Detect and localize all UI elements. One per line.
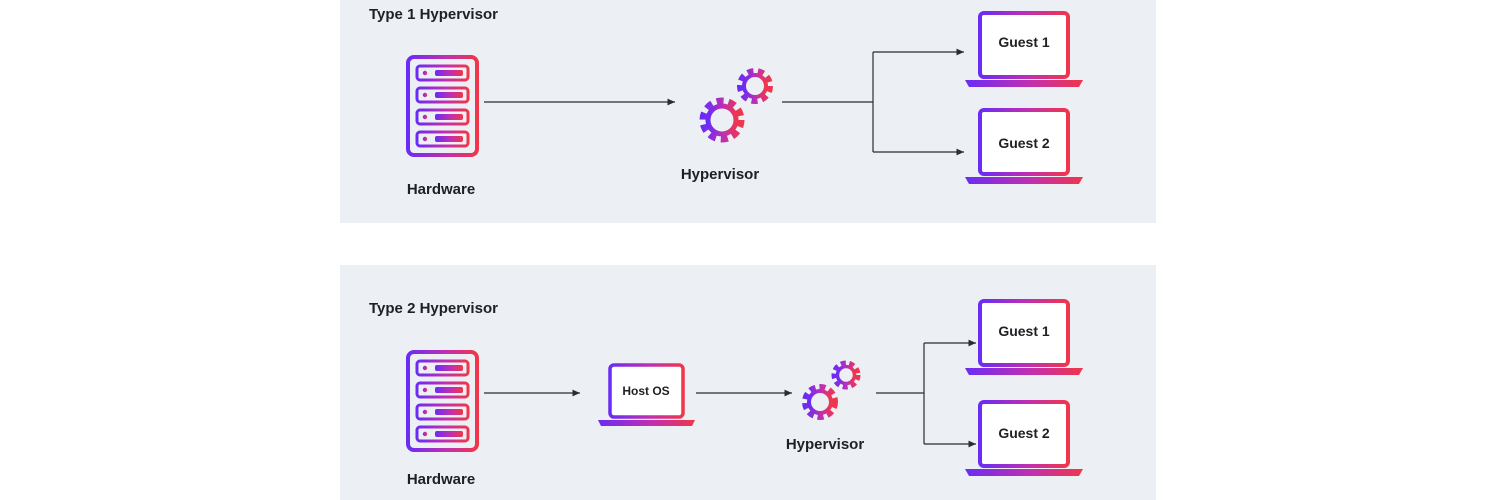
guest2-label: Guest 2 [998,135,1050,151]
guest1-label: Guest 1 [998,323,1050,339]
type2-panel: Type 2 Hypervisor Hardware [340,265,1156,500]
gears-icon [802,360,861,420]
guest1-label: Guest 1 [998,34,1050,50]
type1-panel: Type 1 Hypervisor Hardware [340,0,1156,223]
server-rack-icon [406,55,479,157]
type2-title: Type 2 Hypervisor [369,300,498,317]
hypervisor-label: Hypervisor [681,166,760,183]
laptop-icon: Guest 2 [965,108,1083,184]
hardware-label: Hardware [407,181,475,198]
type1-diagram: Hardware Hypervisor Guest 1 [406,11,1083,198]
type1-title: Type 1 Hypervisor [369,6,498,23]
server-rack-icon [406,350,479,452]
type2-diagram: Hardware Host OS Hypervisor [406,299,1083,488]
laptop-icon: Guest 2 [965,400,1083,476]
hardware-label: Hardware [407,471,475,488]
laptop-icon: Guest 1 [965,11,1083,87]
gears-icon [699,68,773,143]
hypervisor-label: Hypervisor [786,436,865,453]
host-os-label: Host OS [622,384,669,398]
laptop-icon: Guest 1 [965,299,1083,375]
guest2-label: Guest 2 [998,425,1050,441]
laptop-icon: Host OS [598,363,695,426]
